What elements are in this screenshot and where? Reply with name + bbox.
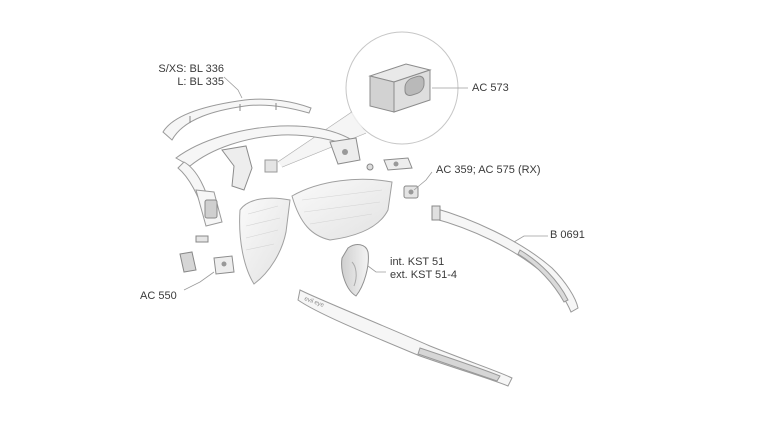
- magnifier-callout: [277, 31, 468, 168]
- nose-pad-part: [341, 244, 386, 297]
- label-ac359: AC 359; AC 575 (RX): [436, 164, 541, 176]
- label-bridge-l: L: BL 335: [177, 76, 224, 88]
- left-lens-part: [239, 197, 291, 285]
- label-bridge-sxs: S/XS: BL 336: [158, 63, 224, 75]
- ac359-hinge-part: [403, 171, 433, 199]
- ac573-block-part: [368, 63, 432, 113]
- label-b0691: B 0691: [550, 229, 585, 241]
- left-temple-part: evil eye: [297, 289, 513, 387]
- ac550-parts: [179, 235, 235, 291]
- label-kst-ext: ext. KST 51-4: [390, 269, 458, 281]
- label-ac550: AC 550: [140, 290, 177, 302]
- main-frame-part: [175, 125, 361, 227]
- label-kst-int: int. KST 51: [390, 256, 445, 268]
- right-lens-part: [291, 178, 393, 241]
- label-ac573: AC 573: [472, 82, 509, 94]
- right-temple-part: [431, 205, 579, 313]
- bridge-bl-part: [162, 76, 312, 141]
- screw-parts: [366, 157, 413, 171]
